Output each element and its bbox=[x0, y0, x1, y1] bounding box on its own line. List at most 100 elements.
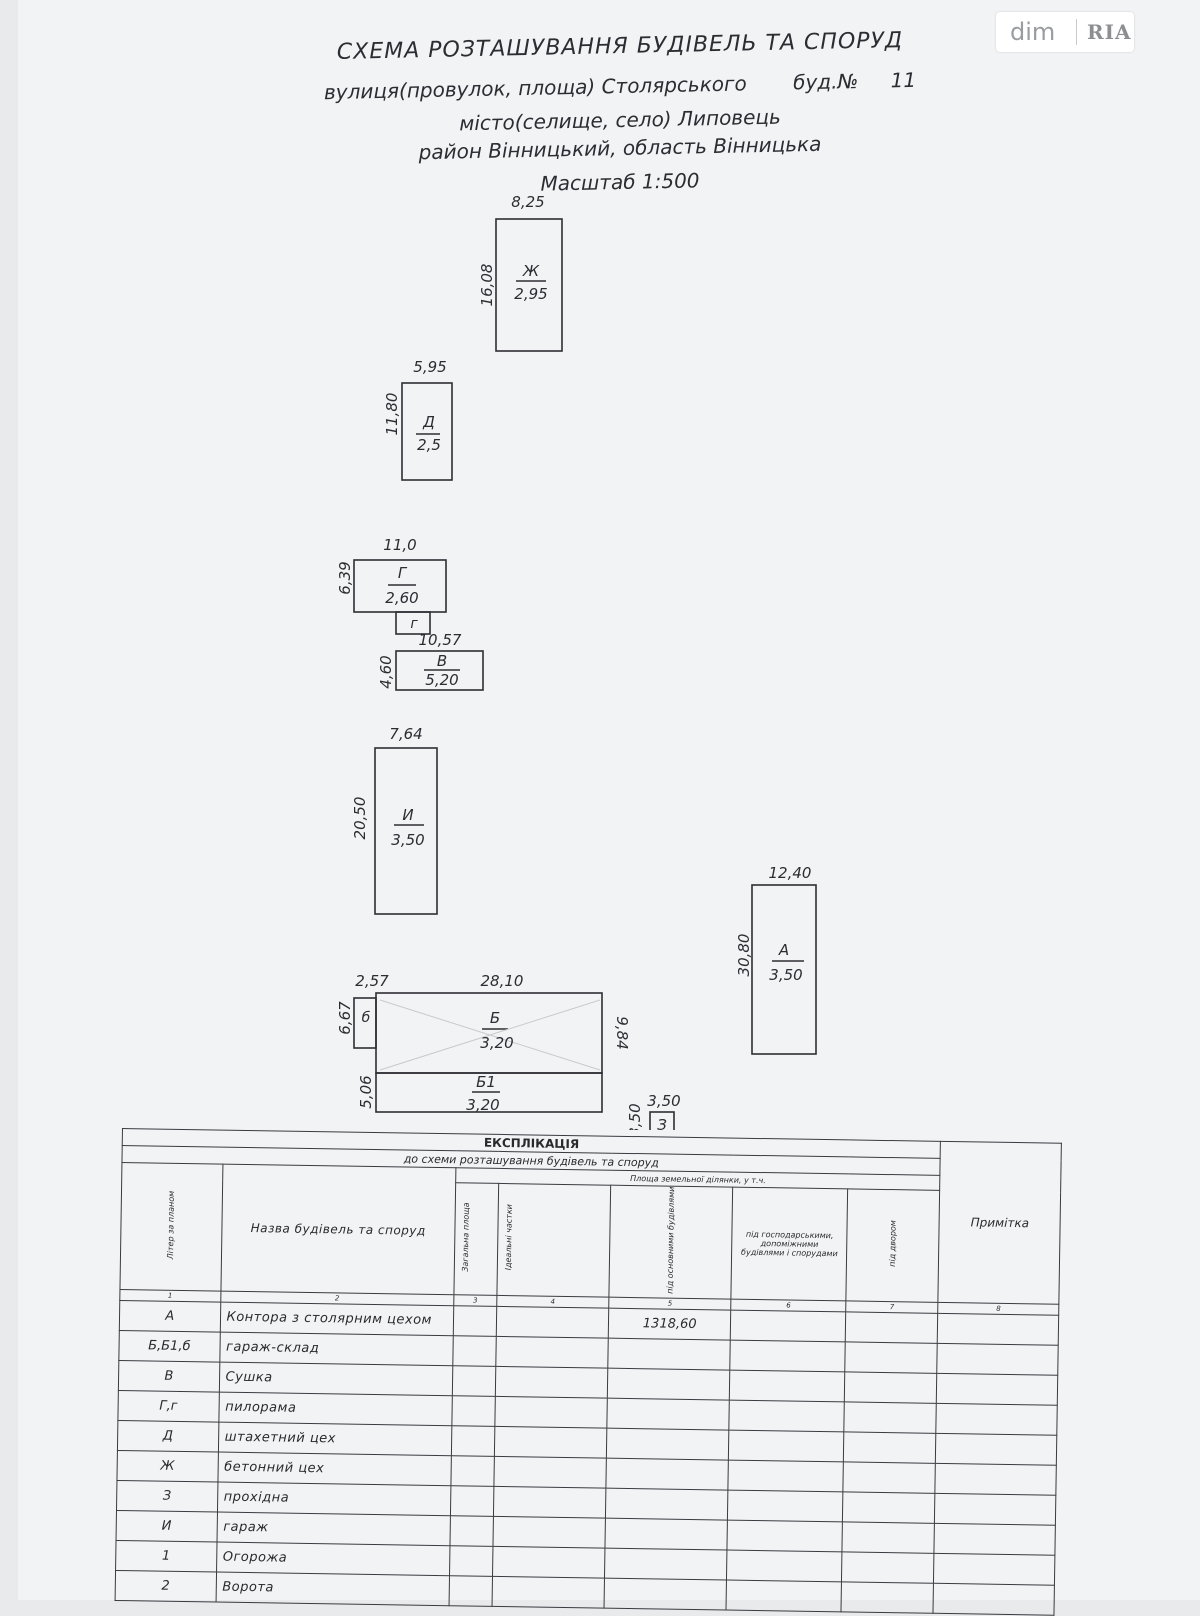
building-zh-height: 2,95 bbox=[514, 285, 547, 303]
cell bbox=[844, 1372, 938, 1404]
cell bbox=[607, 1338, 731, 1371]
col-note-header: Примітка bbox=[938, 1141, 1062, 1305]
annex-b-length: 6,67 bbox=[336, 1001, 354, 1035]
cell bbox=[933, 1553, 1055, 1586]
row-name: бетонний цех bbox=[217, 1452, 452, 1486]
building-b1-outline bbox=[375, 1072, 603, 1113]
cell bbox=[493, 1486, 606, 1519]
col-under-buildings-text: під основними будівлями bbox=[665, 1186, 677, 1294]
row-code: Д bbox=[117, 1420, 219, 1453]
explication-table: ЕКСПЛІКАЦІЯ Примітка до схеми розташуван… bbox=[115, 1128, 1062, 1616]
col-name-header: Назва будівель та споруд bbox=[220, 1164, 456, 1295]
row-code: 1 bbox=[115, 1540, 217, 1573]
building-zh-length: 16,08 bbox=[478, 264, 496, 307]
cell bbox=[843, 1432, 937, 1464]
building-b-letter: Б bbox=[490, 1009, 500, 1027]
row-name: гараж-склад bbox=[219, 1332, 454, 1366]
building-z-length: 3,50 bbox=[626, 1103, 644, 1130]
row-code: 2 bbox=[115, 1570, 217, 1603]
col-shares-text: Ідеальні частки bbox=[503, 1204, 514, 1271]
cell bbox=[730, 1310, 846, 1343]
cell bbox=[492, 1546, 605, 1579]
cell bbox=[451, 1395, 496, 1427]
document-sheet bbox=[18, 0, 1200, 1600]
row-name: штахетний цех bbox=[217, 1422, 452, 1456]
cell bbox=[935, 1463, 1057, 1496]
cell bbox=[934, 1493, 1056, 1526]
cell bbox=[730, 1340, 846, 1373]
row-code: В bbox=[118, 1360, 220, 1393]
building-z-letter: З bbox=[657, 1116, 667, 1130]
cell bbox=[450, 1485, 494, 1517]
row-code: А bbox=[119, 1300, 221, 1333]
cell bbox=[606, 1428, 730, 1461]
cell bbox=[606, 1398, 730, 1431]
building-g-width: 11,0 bbox=[383, 536, 416, 554]
cell bbox=[604, 1548, 728, 1581]
building-b1-length: 5,06 bbox=[357, 1075, 375, 1108]
cell bbox=[936, 1373, 1058, 1406]
cell bbox=[842, 1462, 936, 1494]
cell bbox=[726, 1580, 842, 1613]
annex-g-letter: г bbox=[410, 616, 418, 632]
cell bbox=[842, 1492, 936, 1524]
watermark-ria-text: RIA bbox=[1087, 20, 1132, 44]
annex-b-outline bbox=[353, 997, 377, 1049]
building-v-length: 4,60 bbox=[377, 655, 395, 688]
building-z-width: 3,50 bbox=[647, 1092, 680, 1110]
building-i-letter: И bbox=[402, 806, 413, 824]
cell bbox=[728, 1460, 844, 1493]
building-a-width: 12,40 bbox=[769, 864, 812, 882]
cell bbox=[843, 1402, 937, 1434]
cell bbox=[605, 1488, 729, 1521]
building-i-length: 20,50 bbox=[351, 797, 369, 840]
building-a-letter: А bbox=[778, 941, 789, 959]
building-b-length: 9,84 bbox=[613, 1016, 631, 1049]
cell bbox=[492, 1516, 606, 1549]
row-name: Контора з столярним цехом bbox=[219, 1302, 454, 1336]
building-d-width: 5,95 bbox=[413, 358, 446, 376]
cell bbox=[493, 1456, 607, 1489]
building-b1-height: 3,20 bbox=[466, 1096, 499, 1114]
building-v-outline bbox=[395, 650, 484, 691]
building-i-outline bbox=[374, 747, 438, 915]
building-d-height: 2,5 bbox=[417, 436, 441, 454]
cell bbox=[496, 1306, 609, 1339]
col-total-area-text: Загальна площа bbox=[460, 1202, 471, 1272]
building-g-letter: Г bbox=[398, 564, 408, 582]
cell bbox=[449, 1545, 493, 1577]
cell bbox=[936, 1403, 1058, 1436]
building-i-height: 3,50 bbox=[391, 831, 424, 849]
building-b-width: 28,10 bbox=[481, 972, 524, 990]
erased-mark bbox=[379, 999, 601, 1071]
row-code: З bbox=[116, 1480, 218, 1513]
cell bbox=[495, 1366, 608, 1399]
cell bbox=[450, 1455, 495, 1487]
col-under-yard-header: під двором bbox=[845, 1188, 941, 1303]
row-name: Огорожа bbox=[216, 1542, 451, 1576]
col-under-buildings-header: під основними будівлями bbox=[608, 1185, 734, 1300]
cell bbox=[842, 1522, 935, 1554]
cell bbox=[450, 1515, 494, 1547]
building-g-height: 2,60 bbox=[385, 589, 418, 607]
cell bbox=[841, 1552, 935, 1584]
building-a-length: 30,80 bbox=[735, 934, 753, 977]
cell bbox=[937, 1343, 1059, 1376]
building-g-length: 6,39 bbox=[336, 561, 354, 594]
col-plan-letter-header: Літер за планом bbox=[119, 1162, 223, 1292]
col-plan-letter-text: Літер за планом bbox=[166, 1190, 177, 1260]
building-v-letter: В bbox=[437, 652, 447, 670]
cell bbox=[449, 1575, 493, 1607]
watermark-divider bbox=[1076, 19, 1077, 45]
explication-table-wrapper: ЕКСПЛІКАЦІЯ Примітка до схеми розташуван… bbox=[115, 1128, 1082, 1616]
site-plan: 8,25 16,08 Ж 2,95 5,95 11,80 Д 2,5 11,0 … bbox=[336, 193, 817, 1130]
cell bbox=[491, 1576, 605, 1609]
building-zh-outline bbox=[495, 218, 563, 352]
cell bbox=[726, 1550, 843, 1583]
row-name: Ворота bbox=[215, 1572, 450, 1606]
watermark-dim-text: dim bbox=[1010, 18, 1056, 46]
building-zh-width: 8,25 bbox=[511, 193, 544, 211]
row-value: 1318,60 bbox=[608, 1308, 732, 1341]
building-b-height: 3,20 bbox=[480, 1034, 513, 1052]
cell bbox=[495, 1336, 609, 1369]
